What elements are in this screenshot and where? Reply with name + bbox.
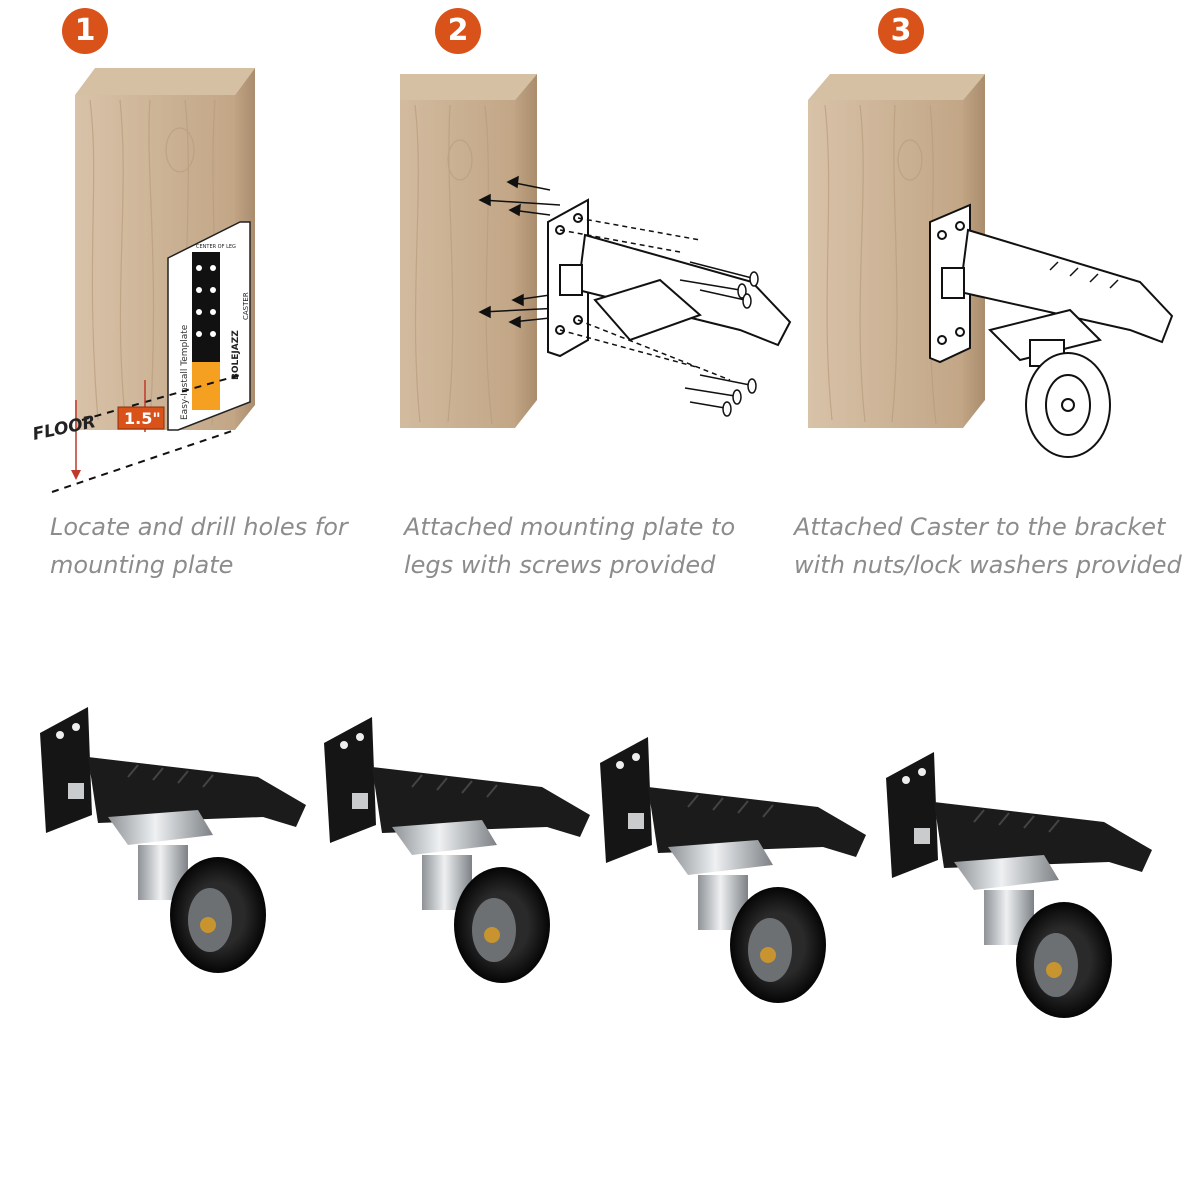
step-2: 2 (400, 0, 800, 600)
retractable-caster-4 (886, 752, 1152, 1018)
svg-text:BOLEJAZZ: BOLEJAZZ (231, 330, 241, 380)
height-tag (117, 406, 165, 430)
height-label: 1.5" (124, 409, 161, 428)
svg-text:CENTER OF LEG: CENTER OF LEG (196, 244, 236, 250)
step-number-badge: 2 (435, 8, 481, 54)
step-caption: Locate and drill holes for mounting plat… (50, 513, 348, 579)
retractable-caster-1 (40, 707, 306, 973)
floor-label: FLOOR (31, 412, 98, 445)
retractable-caster-3 (600, 737, 866, 1003)
wood-leg-with-plate-and-screws (400, 74, 792, 428)
svg-text:Easy-Install Template: Easy-Install Template (180, 324, 190, 420)
install-template-sheet: Easy-Install Template BOLEJAZZ CASTER CE… (167, 221, 251, 431)
step-caption: Attached mounting plate to legs with scr… (404, 513, 736, 579)
step-1: 1 Easy-Install Template BOLEJAZZ (0, 0, 400, 600)
svg-text:CASTER: CASTER (242, 292, 250, 320)
product-caster-row (0, 680, 1200, 1040)
retractable-caster-2 (324, 717, 590, 983)
step-caption: Attached Caster to the bracket with nuts… (794, 513, 1182, 579)
wood-leg-with-template: Easy-Install Template BOLEJAZZ CASTER CE… (31, 68, 255, 493)
step-3: 3 Attached Caster to th (794, 0, 1200, 600)
step-number-badge: 3 (878, 8, 924, 54)
step-number-badge: 1 (62, 8, 108, 54)
wood-leg-with-caster-attached (808, 74, 1174, 458)
